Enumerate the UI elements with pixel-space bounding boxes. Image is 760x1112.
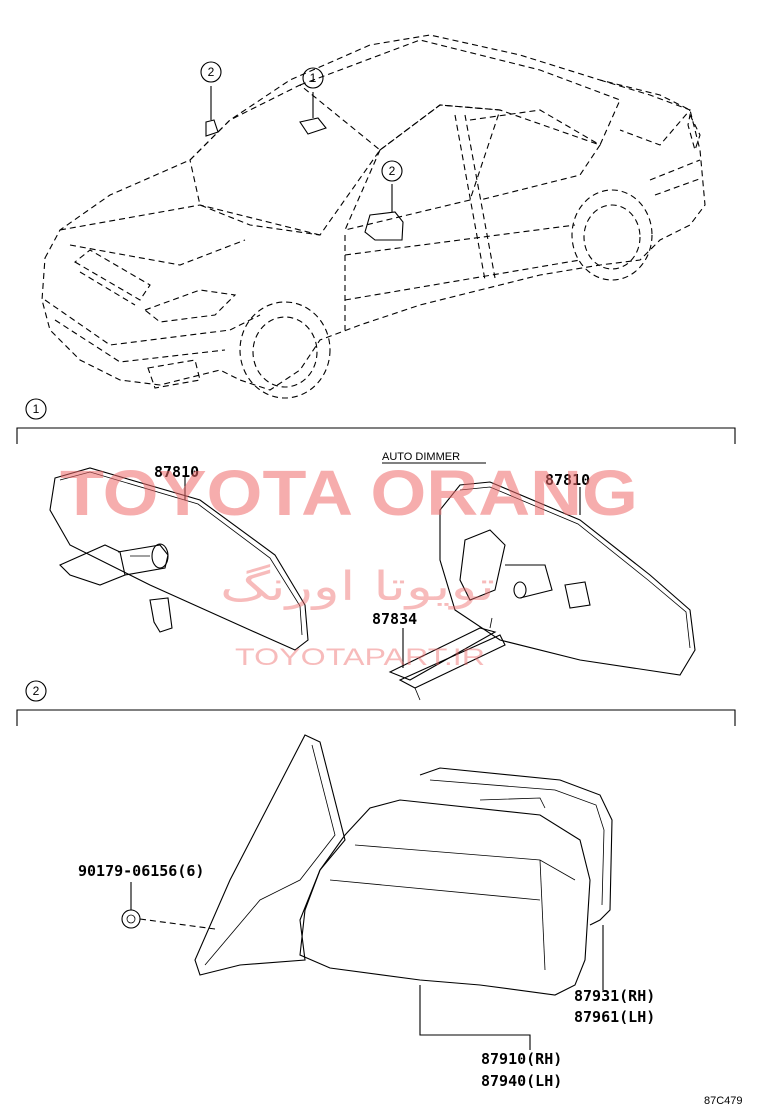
part-87961-lh: 87961(LH) — [574, 1008, 655, 1026]
section-2-label: 2 — [33, 684, 40, 698]
part-87940-lh: 87940(LH) — [481, 1072, 562, 1090]
figure-code: 87C479 — [704, 1095, 743, 1107]
callout-2-door: 2 — [381, 160, 403, 182]
callout-1-top-label: 1 — [310, 71, 317, 85]
callout-2-left-label: 2 — [208, 65, 215, 79]
part-90179-06156: 90179-06156(6) — [78, 862, 204, 880]
part-87931-rh: 87931(RH) — [574, 987, 655, 1005]
section-1-label: 1 — [33, 402, 40, 416]
callout-1-top: 1 — [302, 67, 324, 89]
watermark-line-2: تويوتا اورنگ — [220, 564, 495, 610]
watermark: TOYOTA ORANG تويوتا اورنگ TOYOTAPART.IR — [60, 457, 638, 671]
watermark-line-1: TOYOTA ORANG — [60, 457, 638, 529]
part-87834: 87834 — [372, 610, 417, 628]
car-illustration — [41, 34, 706, 399]
part-87910-rh: 87910(RH) — [481, 1050, 562, 1068]
section-1-header: 1 — [16, 398, 736, 444]
callout-2-door-label: 2 — [389, 164, 396, 178]
outside-mirror-assembly — [194, 734, 613, 1050]
rearview-mirror-right — [439, 481, 696, 676]
mirror-bracket-87834 — [388, 617, 506, 701]
rearview-mirror-left — [49, 467, 309, 651]
auto-dimmer-label: AUTO DIMMER — [382, 451, 460, 463]
part-87810-left: 87810 — [154, 463, 199, 481]
nut-90179 — [121, 882, 216, 930]
part-87810-right: 87810 — [545, 471, 590, 489]
callout-2-left: 2 — [200, 61, 222, 83]
section-2-header: 2 — [16, 680, 736, 726]
watermark-line-3: TOYOTAPART.IR — [235, 644, 485, 671]
